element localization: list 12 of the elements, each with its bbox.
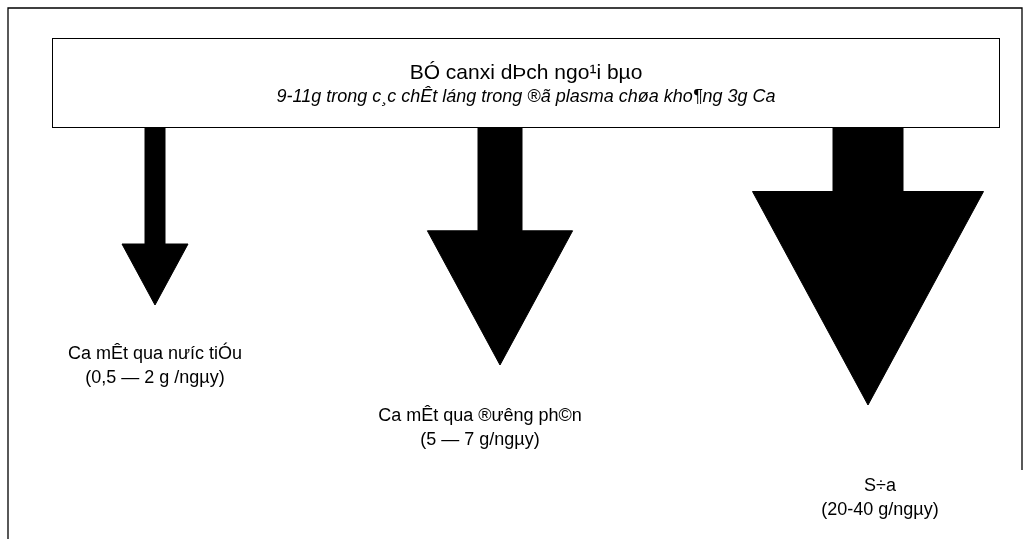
process-box: [52, 38, 1000, 128]
outflow-label: Ca mÊt qua nưíc tiÓu: [67, 341, 243, 365]
amount-label: (20-40 g/ngµy): [821, 498, 939, 522]
block-arrow: [426, 127, 574, 366]
outflow-label: S÷a: [864, 474, 896, 497]
box-subtitle: 9-11g trong c¸c chÊt láng trong ®ã plasma chøa kho¶ng 3g Ca: [276, 84, 776, 108]
box-title: BÓ canxi dÞch ngo¹i bµo: [409, 58, 643, 85]
block-arrow: [752, 127, 984, 406]
amount-label: (0,5 — 2 g /ngµy): [85, 366, 225, 390]
block-arrow: [121, 127, 189, 306]
outflow-label: Ca mÊt qua ®ưêng ph©n: [378, 404, 582, 427]
amount-label: (5 — 7 g/ngµy): [420, 428, 540, 452]
